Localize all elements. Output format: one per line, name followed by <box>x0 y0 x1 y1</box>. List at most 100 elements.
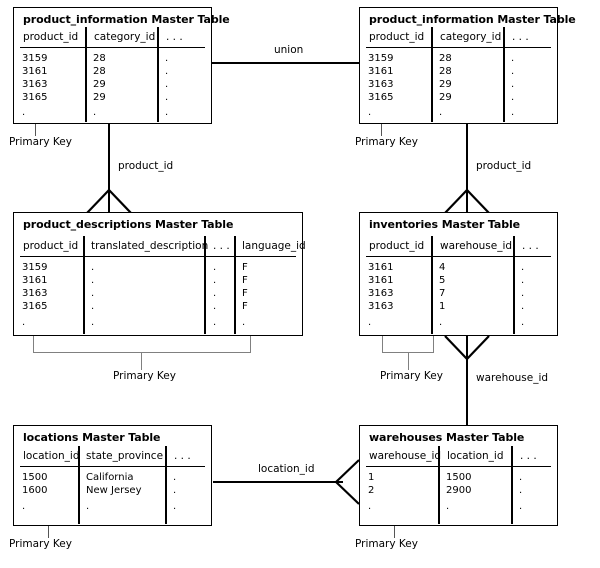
pk-tick-product-information-right <box>381 124 383 136</box>
pk-bracket-left-arm-inventories <box>382 336 384 353</box>
cell: . <box>165 107 169 118</box>
table-title: locations Master Table <box>23 431 161 444</box>
cell: 3161 <box>22 66 48 77</box>
cell: 3163 <box>22 79 48 90</box>
cell: 3163 <box>368 79 394 90</box>
cell: 3161 <box>368 66 394 77</box>
cell: . <box>173 472 177 483</box>
cell: . <box>439 317 443 328</box>
cell: . <box>521 301 525 312</box>
column-divider-2 <box>165 446 167 524</box>
column-divider-2 <box>511 446 513 524</box>
cell: . <box>213 301 217 312</box>
cell: F <box>242 275 248 286</box>
cell: . <box>519 485 523 496</box>
column-header-location-id: location_id <box>447 450 504 462</box>
cell: 28 <box>93 66 106 77</box>
cell: . <box>213 275 217 286</box>
cell: F <box>242 288 248 299</box>
column-header-ellipsis: . . . <box>174 450 191 462</box>
table-title: inventories Master Table <box>369 218 521 231</box>
cell: . <box>519 501 523 512</box>
cell: 3161 <box>22 275 48 286</box>
cell: . <box>521 288 525 299</box>
cell: . <box>242 317 246 328</box>
relationship-line-product-id-left <box>108 124 110 212</box>
table-product-information-left: product_information Master Table product… <box>13 7 230 124</box>
cell: 5 <box>439 275 446 286</box>
column-divider-1 <box>431 27 433 122</box>
cell: 3159 <box>22 53 48 64</box>
pk-bracket-stem-inventories <box>408 352 410 370</box>
cell: . <box>521 262 525 273</box>
cell: 28 <box>93 53 106 64</box>
cell: . <box>22 317 26 328</box>
pk-tick-product-information-left <box>35 124 37 136</box>
cell: 28 <box>439 53 452 64</box>
relationship-label-location-id: location_id <box>256 463 317 475</box>
cell: . <box>22 501 26 512</box>
cell: 3161 <box>368 275 394 286</box>
table-title: product_information Master Table <box>23 13 230 26</box>
relationship-label-product-id-right: product_id <box>474 160 534 172</box>
cell: 1 <box>439 301 446 312</box>
table-inventories: inventories Master Table product_id ware… <box>359 212 558 336</box>
cell: . <box>22 107 26 118</box>
table-title: product_information Master Table <box>369 13 576 26</box>
cell: 3165 <box>368 92 394 103</box>
pk-bracket-stem-product-descriptions <box>141 352 143 370</box>
cell: . <box>368 501 372 512</box>
cell: 3165 <box>22 301 48 312</box>
cell: 2900 <box>446 485 472 496</box>
cell: 29 <box>439 92 452 103</box>
cell: . <box>439 107 443 118</box>
cell: . <box>511 92 515 103</box>
cell: . <box>213 262 217 273</box>
pk-label-product-information-left: Primary Key <box>9 136 72 148</box>
table-title: warehouses Master Table <box>369 431 525 444</box>
table-locations: locations Master Table location_id state… <box>13 425 212 526</box>
cell: . <box>368 317 372 328</box>
cell: . <box>521 275 525 286</box>
column-header-ellipsis: . . . <box>213 240 230 252</box>
cell: . <box>173 501 177 512</box>
cell: New Jersey <box>86 485 142 496</box>
column-header-product-id: product_id <box>23 31 79 43</box>
column-header-ellipsis: . . . <box>512 31 529 43</box>
relationship-line-location-id <box>213 481 343 483</box>
cell: 29 <box>439 79 452 90</box>
header-rule <box>20 47 205 49</box>
column-divider-1 <box>438 446 440 524</box>
column-header-ellipsis: . . . <box>166 31 183 43</box>
cell: . <box>213 317 217 328</box>
cell: 7 <box>439 288 446 299</box>
column-header-warehouse-id: warehouse_id <box>440 240 513 252</box>
pk-label-product-information-right: Primary Key <box>355 136 418 148</box>
cell: . <box>511 107 515 118</box>
cell: . <box>93 107 97 118</box>
header-rule <box>366 256 551 258</box>
header-rule <box>366 47 551 49</box>
cell: 3165 <box>22 92 48 103</box>
column-header-translated-description: translated_description <box>91 240 209 252</box>
pk-bracket-left-arm-product-descriptions <box>33 336 35 353</box>
cell: . <box>511 66 515 77</box>
cell: . <box>446 501 450 512</box>
cell: . <box>511 79 515 90</box>
header-rule <box>366 466 551 468</box>
cell: California <box>86 472 134 483</box>
cell: . <box>519 472 523 483</box>
cell: . <box>91 301 95 312</box>
cell: . <box>91 317 95 328</box>
column-header-category-id: category_id <box>94 31 156 43</box>
cell: . <box>165 79 169 90</box>
cell: 2 <box>368 485 375 496</box>
cell: 29 <box>93 92 106 103</box>
column-divider-2 <box>204 236 206 334</box>
pk-label-product-descriptions: Primary Key <box>113 370 176 382</box>
pk-tick-warehouses <box>394 526 396 538</box>
crowsfoot-product-descriptions <box>84 189 134 214</box>
cell: 3163 <box>368 301 394 312</box>
column-divider-2 <box>503 27 505 122</box>
relationship-label-product-id-left: product_id <box>116 160 176 172</box>
